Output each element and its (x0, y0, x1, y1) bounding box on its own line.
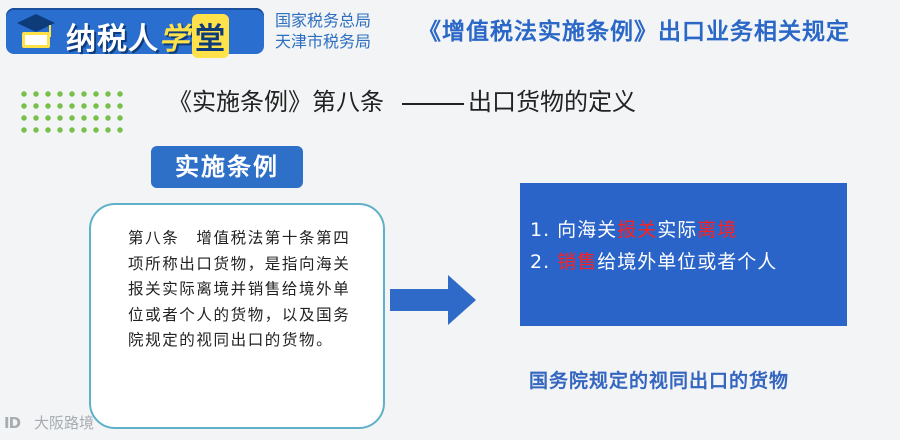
graduation-cap-icon (17, 14, 55, 48)
decorative-dots (18, 88, 128, 134)
brand-logo: 纳税人学堂 (6, 8, 264, 58)
deemed-export-caption: 国务院规定的视同出口的货物 (529, 370, 790, 392)
regulation-label: 实施条例 (151, 146, 303, 188)
definition-item-1: 1. 向海关报关实际离境 (530, 219, 738, 241)
right-arrow-icon (390, 275, 476, 325)
page-title: 《增值税法实施条例》出口业务相关规定 (418, 19, 850, 45)
definition-panel: 1. 向海关报关实际离境 2. 销售给境外单位或者个人 (520, 183, 847, 326)
organization-name: 国家税务总局 天津市税务局 (275, 10, 395, 52)
regulation-text: 第八条 增值税法第十条第四项所称出口货物，是指向海关报关实际离境并销售给境外单位… (128, 229, 351, 349)
org-line-2: 天津市税务局 (275, 32, 372, 51)
watermark-logo-icon: ID (4, 414, 21, 432)
brand-logo-text: 纳税人学堂 (66, 14, 229, 58)
subtitle-article: 《实施条例》第八条 (168, 88, 384, 116)
subtitle-topic: 出口货物的定义 (468, 88, 636, 116)
subtitle-dash (402, 102, 464, 105)
section-subtitle: 《实施条例》第八条 出口货物的定义 (168, 82, 636, 117)
regulation-box (89, 203, 385, 429)
org-line-1: 国家税务总局 (275, 11, 372, 30)
definition-item-2: 2. 销售给境外单位或者个人 (530, 251, 778, 273)
